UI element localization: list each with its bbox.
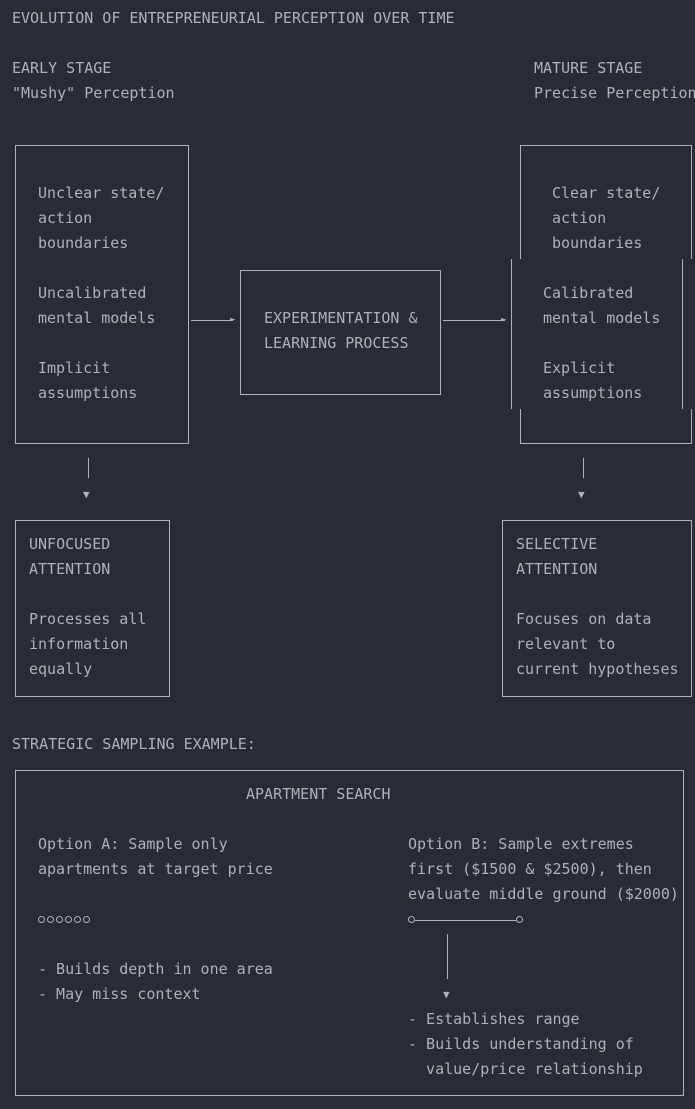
option-b-line: first ($1500 & $2500), then <box>408 860 652 878</box>
early-stage-box <box>15 145 189 444</box>
option-b-bullet: value/price relationship <box>408 1060 643 1078</box>
mature-box-line: Calibrated <box>543 284 634 302</box>
arrow-mature-to-attention <box>583 458 584 478</box>
mature-box-line: Clear state/ <box>552 184 661 202</box>
mature-box-edge <box>691 145 692 259</box>
option-b-line: evaluate middle ground ($2000) <box>408 885 679 903</box>
sampling-heading: STRATEGIC SAMPLING EXAMPLE: <box>12 735 256 753</box>
attention-title-line: ATTENTION <box>516 560 598 578</box>
early-box-line: assumptions <box>38 384 138 402</box>
mature-box-line: mental models <box>543 309 661 327</box>
arrowhead-down-icon: ▼ <box>443 988 450 1001</box>
attention-body-line: Focuses on data <box>516 610 652 628</box>
arrow-early-to-process <box>191 320 233 321</box>
attention-title-line: SELECTIVE <box>516 535 598 553</box>
process-line: EXPERIMENTATION & <box>264 309 418 327</box>
option-a-line: apartments at target price <box>38 860 273 878</box>
mature-box-edge <box>691 409 692 444</box>
early-box-line: Unclear state/ <box>38 184 165 202</box>
attention-body-line: Processes all <box>29 610 147 628</box>
option-a-bullet: - May miss context <box>38 985 201 1003</box>
attention-title-line: UNFOCUSED <box>29 535 111 553</box>
sample-dot <box>38 916 45 923</box>
sample-dot <box>56 916 63 923</box>
process-line: LEARNING PROCESS <box>264 334 409 352</box>
diagram-title: EVOLUTION OF ENTREPRENEURIAL PERCEPTION … <box>12 9 455 27</box>
mature-stage-subtitle: Precise Perception <box>534 84 695 102</box>
attention-body-line: relevant to <box>516 635 616 653</box>
mature-box-edge <box>520 145 521 259</box>
option-a-line: Option A: Sample only <box>38 835 228 853</box>
attention-body-line: current hypotheses <box>516 660 679 678</box>
mature-box-line: Explicit <box>543 359 616 377</box>
arrowhead-right-icon: ► <box>230 315 236 325</box>
range-min-marker <box>408 916 415 923</box>
apartment-search-box <box>15 770 684 1096</box>
mature-box-line: boundaries <box>552 234 643 252</box>
mature-box-edge <box>520 409 521 444</box>
selective-attention-box <box>502 520 692 697</box>
mature-box-edge <box>682 259 683 409</box>
mature-box-edge <box>511 259 512 409</box>
attention-body-line: information <box>29 635 129 653</box>
option-a-sample-dots <box>38 916 98 925</box>
option-a-bullet: - Builds depth in one area <box>38 960 273 978</box>
early-box-line: mental models <box>38 309 156 327</box>
arrow-early-to-attention <box>88 458 89 478</box>
sample-dot <box>74 916 81 923</box>
arrow-process-to-mature <box>443 320 505 321</box>
early-box-line: boundaries <box>38 234 129 252</box>
attention-title-line: ATTENTION <box>29 560 111 578</box>
arrowhead-right-icon: ► <box>501 315 507 325</box>
early-box-line: action <box>38 209 93 227</box>
arrowhead-down-icon: ▼ <box>83 488 90 501</box>
early-stage-label: EARLY STAGE <box>12 59 112 77</box>
range-max-marker <box>516 916 523 923</box>
early-box-line: Uncalibrated <box>38 284 147 302</box>
mature-box-edge <box>520 443 692 444</box>
early-box-line: Implicit <box>38 359 111 377</box>
unfocused-attention-box <box>15 520 170 697</box>
mature-box-line: action <box>552 209 607 227</box>
arrowhead-down-icon: ▼ <box>578 488 585 501</box>
range-midpoint-arrow <box>447 934 448 979</box>
mature-stage-label: MATURE STAGE <box>534 59 643 77</box>
sample-dot <box>83 916 90 923</box>
option-b-bullet: - Establishes range <box>408 1010 580 1028</box>
sample-dot <box>47 916 54 923</box>
apartment-search-title: APARTMENT SEARCH <box>246 785 391 803</box>
early-stage-subtitle: "Mushy" Perception <box>12 84 175 102</box>
option-b-bullet: - Builds understanding of <box>408 1035 634 1053</box>
sample-dot <box>65 916 72 923</box>
attention-body-line: equally <box>29 660 93 678</box>
mature-box-line: assumptions <box>543 384 643 402</box>
mature-box-edge <box>520 145 692 146</box>
process-box <box>240 270 441 395</box>
option-b-line: Option B: Sample extremes <box>408 835 634 853</box>
range-line <box>415 920 516 921</box>
